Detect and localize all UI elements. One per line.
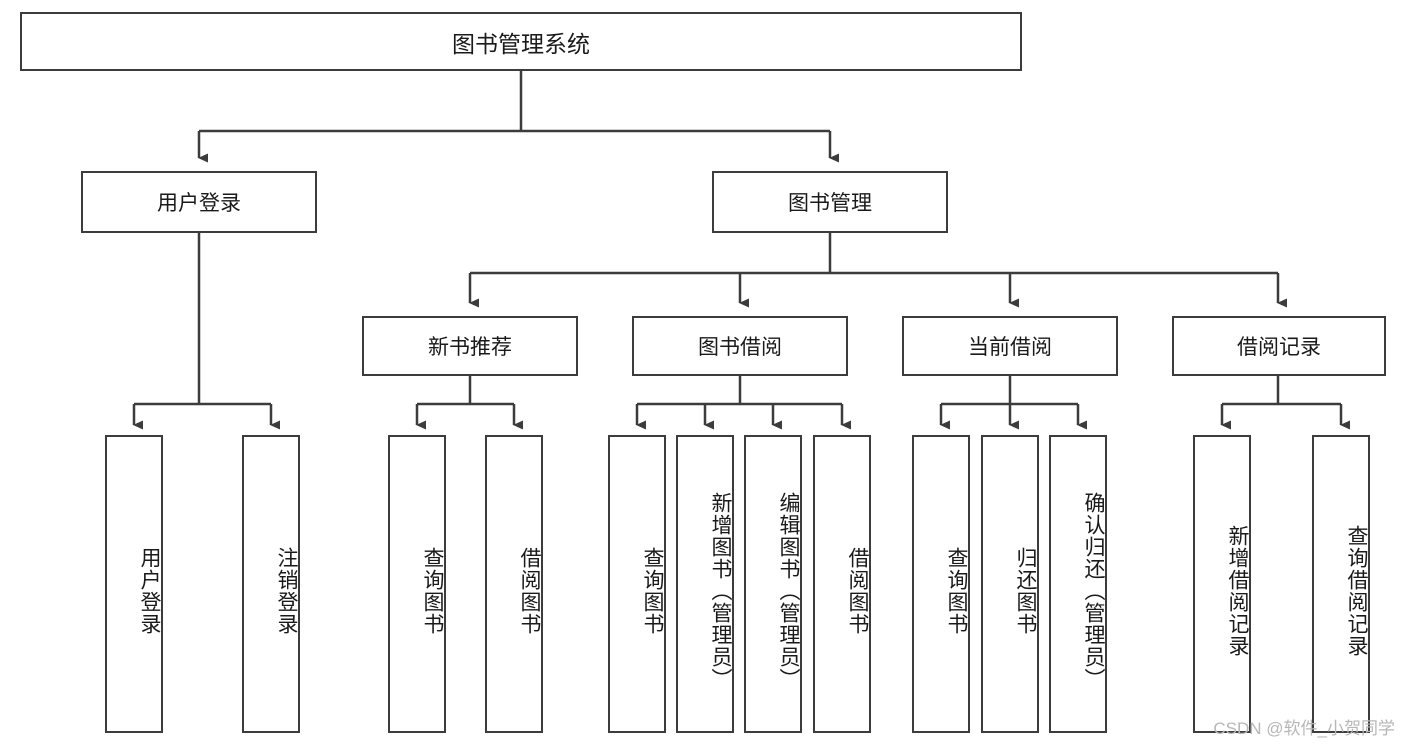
leaf-label: 借阅图书 <box>846 547 869 635</box>
leaf-record-add-record[interactable]: 新增借阅记录 <box>1193 435 1251 733</box>
leaf-label: 查询图书 <box>945 547 968 635</box>
leaf-borrow-edit-book-admin[interactable]: 编辑图书（管理员） <box>744 435 802 733</box>
node-new-book-recommend[interactable]: 新书推荐 <box>362 316 578 376</box>
node-label: 图书管理 <box>788 192 872 215</box>
leaf-recommend-borrow-book[interactable]: 借阅图书 <box>485 435 543 733</box>
node-label: 当前借阅 <box>968 336 1052 359</box>
node-label: 图书借阅 <box>698 336 782 359</box>
watermark-text: CSDN @软件_小贺同学 <box>1213 719 1395 738</box>
node-label: 图书管理系统 <box>452 30 590 57</box>
leaf-borrow-borrow-book[interactable]: 借阅图书 <box>813 435 871 733</box>
node-root-system[interactable]: 图书管理系统 <box>20 12 1022 71</box>
leaf-label: 确认归还（管理员） <box>1082 492 1105 690</box>
leaf-current-query-book[interactable]: 查询图书 <box>912 435 970 733</box>
leaf-borrow-query-book[interactable]: 查询图书 <box>608 435 666 733</box>
leaf-label: 用户登录 <box>138 547 161 635</box>
leaf-label: 新增图书（管理员） <box>709 492 732 690</box>
leaf-label: 编辑图书（管理员） <box>777 492 800 690</box>
node-borrow-record[interactable]: 借阅记录 <box>1172 316 1386 376</box>
leaf-label: 查询图书 <box>641 547 664 635</box>
leaf-label: 新增借阅记录 <box>1226 525 1249 657</box>
node-label: 用户登录 <box>157 192 241 215</box>
leaf-label: 查询借阅记录 <box>1345 525 1368 657</box>
node-label: 新书推荐 <box>428 336 512 359</box>
leaf-current-confirm-return-admin[interactable]: 确认归还（管理员） <box>1049 435 1107 733</box>
node-current-borrow[interactable]: 当前借阅 <box>902 316 1118 376</box>
leaf-label: 借阅图书 <box>518 547 541 635</box>
node-book-borrow[interactable]: 图书借阅 <box>632 316 848 376</box>
leaf-label: 查询图书 <box>421 547 444 635</box>
leaf-current-return-book[interactable]: 归还图书 <box>981 435 1039 733</box>
leaf-label: 注销登录 <box>275 547 298 635</box>
leaf-borrow-add-book-admin[interactable]: 新增图书（管理员） <box>676 435 734 733</box>
node-user-login[interactable]: 用户登录 <box>81 171 317 233</box>
leaf-user-login-login[interactable]: 用户登录 <box>105 435 163 733</box>
leaf-record-query-record[interactable]: 查询借阅记录 <box>1312 435 1370 733</box>
node-book-management[interactable]: 图书管理 <box>712 171 948 233</box>
node-label: 借阅记录 <box>1237 336 1321 359</box>
leaf-user-login-logout[interactable]: 注销登录 <box>242 435 300 733</box>
leaf-label: 归还图书 <box>1014 547 1037 635</box>
leaf-recommend-query-book[interactable]: 查询图书 <box>388 435 446 733</box>
